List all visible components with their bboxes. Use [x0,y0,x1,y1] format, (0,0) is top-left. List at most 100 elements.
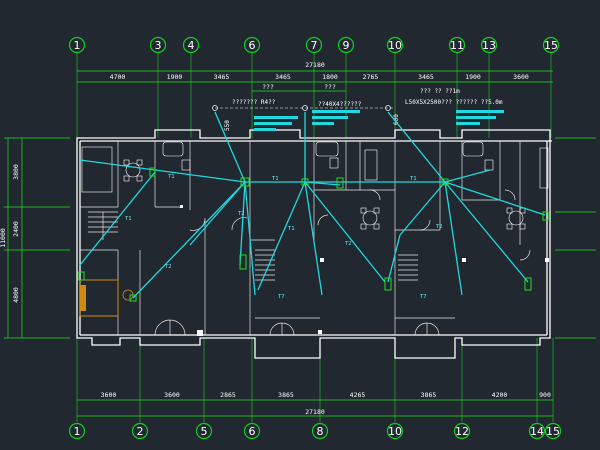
small-550: 550 [224,120,231,131]
wire-run [387,234,401,283]
junction-box-icon [240,177,250,187]
bed-headboard [80,285,86,311]
bottom-total-dim: 27180 [305,408,325,416]
air-terminal-marker [385,105,391,111]
legend-bars [254,110,504,131]
wire-label: T7 [420,294,427,300]
bottom-dim-4: 4265 [350,391,366,399]
axis-bubble-bottom-14: 14 [528,422,546,440]
bottom-dim-3: 3865 [278,391,294,399]
svg-text:14: 14 [530,425,544,438]
toilet-right [484,159,494,171]
axis-bubble-top-15: 15 [542,36,560,54]
junction-box-icon [441,178,449,186]
svg-text:11: 11 [450,39,464,52]
wire-label: T2 [238,211,245,217]
kitchen-counter-mid [364,149,378,181]
wire-label: T1 [168,174,175,180]
axis-bubble-bottom-6: 6 [243,422,261,440]
note-b: ??40X4?????? [318,101,362,108]
outer-wall [76,129,551,359]
top-inner-dim-b: ??? [324,83,336,91]
axis-bubble-bottom-1: 1 [68,422,86,440]
wire-label: T1 [410,176,417,182]
svg-text:5: 5 [201,425,208,438]
wire-run [399,181,446,236]
socket-icon [149,167,156,177]
axis-bubble-top-10: 10 [386,36,404,54]
axis-bubble-bottom-5: 5 [195,422,213,440]
socket-icon [77,271,85,281]
wire-run [444,181,463,296]
top-dim-5: 2765 [363,73,379,81]
wiring-runs [79,111,546,299]
axis-bubble-top-7: 7 [305,36,323,54]
wire-labels: T1 T1 T1 T1 T2 T2 T2 T2 T7 T7 T1 [125,174,443,300]
svg-text:6: 6 [249,425,256,438]
bottom-dim-2: 2865 [220,391,236,399]
door-swings [154,189,531,336]
wire-label: T2 [436,224,443,230]
annotations: ??????? R4?? ??40X4?????? ??? ?? ??1m L5… [212,88,503,131]
devices [77,167,549,336]
stair-middle [255,254,275,281]
bottom-dim-0: 3600 [101,391,117,399]
bed-top-left [81,146,113,193]
legend-bar [254,122,292,125]
right-axis-stubs [555,137,596,339]
bathtub-mid [315,141,339,157]
wire-label: T2 [345,241,352,247]
left-dimension-chain: 3800 2400 4800 11000 [0,137,70,339]
top-inner-dim-a: ??? [262,83,274,91]
stair-right [398,254,418,281]
top-dim-2: 3465 [214,73,230,81]
junction-box-icon [301,178,309,186]
svg-text:12: 12 [455,425,469,438]
air-terminal-marker [212,105,218,111]
wire-label: T2 [165,264,172,270]
wire-run [444,181,546,216]
wire-run [387,111,446,183]
top-dim-6: 3465 [418,73,434,81]
note-d: L50X5X2500??? ?????? ??5.0m [405,99,503,106]
bathtub-left [162,141,184,157]
terminal-box-icon [462,258,466,262]
svg-text:10: 10 [388,39,402,52]
outer-wall-inner [79,140,552,336]
svg-text:10: 10 [388,425,402,438]
legend-bar [254,116,298,119]
top-dim-1: 1900 [167,73,183,81]
wire-run [444,181,529,283]
meter-icon [336,177,344,189]
svg-text:2: 2 [137,425,144,438]
legend-bar [312,110,360,113]
wire-run [132,181,246,299]
kitchen-counter-right [539,147,549,189]
axis-bubble-top-6: 6 [243,36,261,54]
axis-grid-lines [76,53,554,422]
svg-text:15: 15 [546,425,560,438]
terminal-box-icon [318,330,322,334]
top-total-dim: 27180 [305,61,325,69]
wire-run [244,181,256,296]
axis-bubble-bottom-12: 12 [453,422,471,440]
dining-set-right [506,207,526,230]
top-dim-8: 3600 [513,73,529,81]
left-dim-2: 4800 [12,287,20,303]
axis-bubble-top-3: 3 [149,36,167,54]
bottom-dim-7: 900 [539,391,551,399]
panel-icon [384,277,392,291]
axis-bubble-top-11: 11 [448,36,466,54]
svg-text:9: 9 [343,39,350,52]
wire-label: T1 [272,176,279,182]
bathtub-right [462,141,484,157]
toilet-mid [329,157,339,169]
terminal-box-icon [197,330,203,336]
note-a: ??????? R4?? [232,99,276,106]
left-total-dim: 11000 [0,228,7,248]
axis-bubble-bottom-2: 2 [131,422,149,440]
bottom-dim-5: 3865 [421,391,437,399]
